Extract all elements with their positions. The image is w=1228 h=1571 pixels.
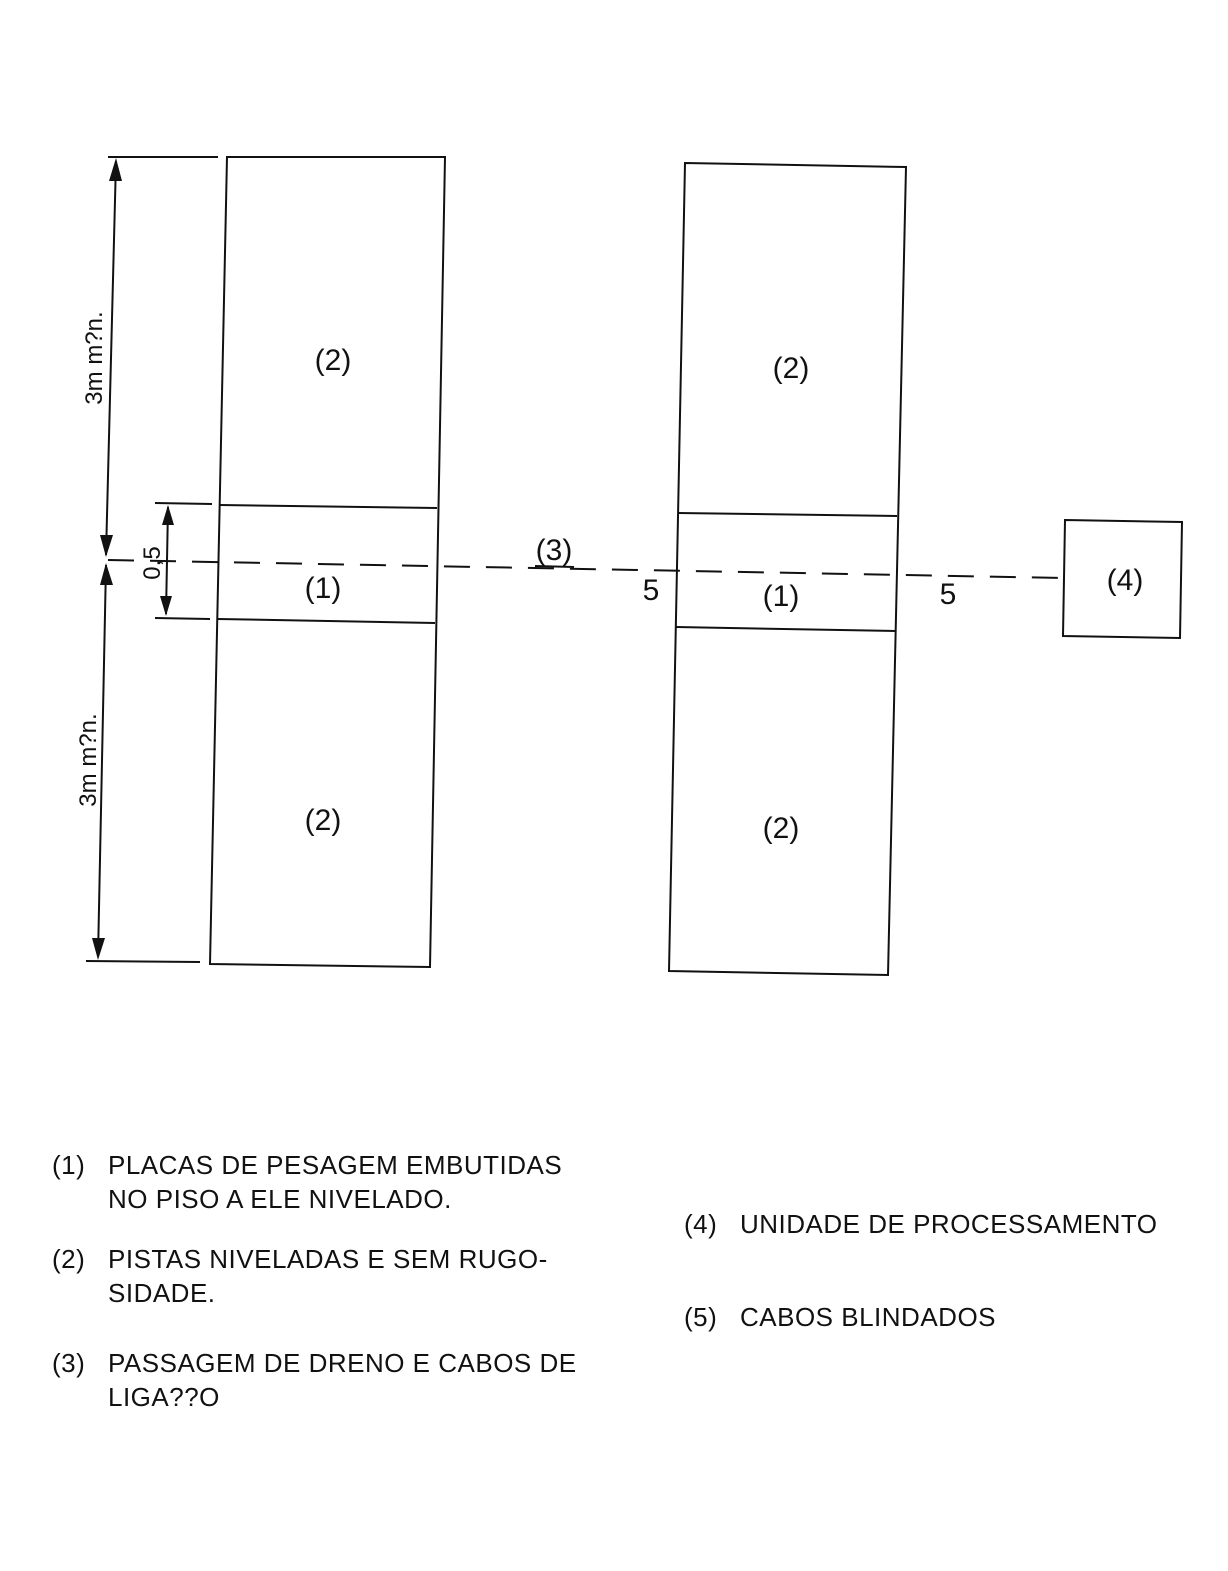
legend-number: (2) xyxy=(52,1244,86,1274)
dim-extension-plate-bottom xyxy=(154,617,211,620)
legend-number: (3) xyxy=(52,1348,86,1378)
legend-text: PISTAS NIVELADAS E SEM RUGO- SIDADE. xyxy=(108,1244,548,1308)
cable-label-right: 5 xyxy=(940,578,957,611)
right-lane-outline xyxy=(667,161,908,977)
processing-unit-label: (4) xyxy=(1107,564,1144,597)
left-plate-label: (1) xyxy=(305,572,342,605)
dim-text-lower: 3m m?n. xyxy=(75,713,102,806)
cable-label-left: 5 xyxy=(643,574,660,607)
right-plate-label: (1) xyxy=(763,580,800,613)
dim-extension-bottom xyxy=(85,960,201,963)
legend-text: UNIDADE DE PROCESSAMENTO xyxy=(740,1209,1158,1239)
right-lane-bottom-label: (2) xyxy=(763,812,800,845)
drain-label-underline xyxy=(534,565,575,568)
dim-line-upper xyxy=(105,160,117,556)
arrowhead-middle-bottom xyxy=(160,596,172,616)
left-lane-bottom-label: (2) xyxy=(305,804,342,837)
legend-number: (5) xyxy=(684,1302,718,1332)
dim-line-lower xyxy=(97,564,107,958)
arrowhead-lower-bottom xyxy=(92,938,105,960)
legend-text: CABOS BLINDADOS xyxy=(740,1302,997,1332)
right-lane-top-label: (2) xyxy=(773,352,810,385)
dim-extension-plate-top xyxy=(154,502,213,505)
arrowhead-upper-top xyxy=(109,158,122,181)
legend-item-1: (1) PLACAS DE PESAGEM EMBUTIDAS NO PISO … xyxy=(52,1148,612,1216)
arrowhead-middle-top xyxy=(162,505,174,525)
legend-number: (4) xyxy=(684,1209,718,1239)
legend-item-3: (3) PASSAGEM DE DRENO E CABOS DE LIGA??O xyxy=(52,1346,612,1414)
drain-label: (3) xyxy=(536,534,573,567)
dim-text-upper: 3m m?n. xyxy=(81,311,108,404)
dim-text-middle: 0,5 xyxy=(139,546,166,579)
legend-item-2: (2) PISTAS NIVELADAS E SEM RUGO- SIDADE. xyxy=(52,1242,612,1310)
left-plate-bottom-edge xyxy=(217,618,436,624)
processing-unit-box xyxy=(1061,518,1184,640)
legend-item-5: (5) CABOS BLINDADOS xyxy=(684,1300,1204,1334)
drain-cable-line xyxy=(107,559,1064,579)
left-plate-top-edge xyxy=(219,504,438,509)
arrowhead-upper-bottom xyxy=(100,535,113,557)
left-lane-outline xyxy=(208,156,447,969)
legend-item-4: (4) UNIDADE DE PROCESSAMENTO xyxy=(684,1207,1204,1241)
left-lane-top-label: (2) xyxy=(315,344,352,377)
legend-text: PASSAGEM DE DRENO E CABOS DE LIGA??O xyxy=(108,1348,577,1412)
legend-number: (1) xyxy=(52,1150,86,1180)
legend-text: PLACAS DE PESAGEM EMBUTIDAS NO PISO A EL… xyxy=(108,1150,563,1214)
right-plate-top-edge xyxy=(677,512,898,517)
right-plate-bottom-edge xyxy=(675,626,896,632)
arrowhead-lower-top xyxy=(100,563,113,585)
